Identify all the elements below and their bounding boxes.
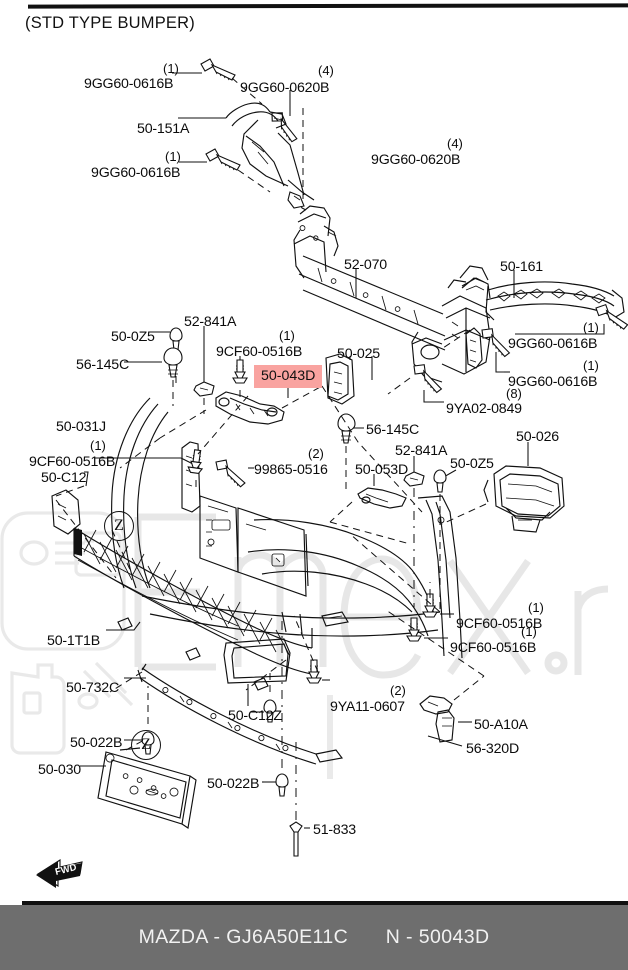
- part-label-9gg60-0616b[interactable]: 9GG60-0616B: [84, 76, 174, 92]
- part-label-50-c12z[interactable]: 50-C12Z: [228, 708, 282, 724]
- part-label-52-841a[interactable]: 52-841A: [184, 314, 237, 330]
- part-qty-l05: (4): [447, 136, 463, 151]
- z-marker-grille: Z: [104, 511, 134, 541]
- part-label-9gg60-0616b[interactable]: 9GG60-0616B: [508, 336, 598, 352]
- part-qty-l17: (1): [90, 438, 106, 453]
- part-qty-l01: (1): [163, 61, 179, 76]
- footer-bar: MAZDA - GJ6A50E11C N - 50043D: [0, 905, 628, 970]
- part-label-50-0z5[interactable]: 50-0Z5: [450, 456, 494, 472]
- part-label-56-145c[interactable]: 56-145C: [76, 357, 130, 373]
- part-label-50-161[interactable]: 50-161: [500, 259, 543, 275]
- part-label-9gg60-0620b[interactable]: 9GG60-0620B: [371, 152, 461, 168]
- part-label-50-025[interactable]: 50-025: [337, 346, 380, 362]
- part-label-50-0z5[interactable]: 50-0Z5: [111, 329, 155, 345]
- part-label-50-022b[interactable]: 50-022B: [70, 735, 123, 751]
- footer-part-code: N - 50043D: [385, 926, 490, 948]
- part-label-56-320d[interactable]: 56-320D: [466, 741, 520, 757]
- part-label-50-a10a[interactable]: 50-A10A: [474, 717, 528, 733]
- part-qty-l08: (1): [583, 320, 599, 335]
- part-label-50-151a[interactable]: 50-151A: [137, 121, 190, 137]
- svg-text:FWD: FWD: [54, 862, 78, 878]
- part-qty-l31: (2): [390, 683, 406, 698]
- highlighted-part-label[interactable]: 50-043D: [254, 365, 323, 389]
- part-label-9cf60-0516b[interactable]: 9CF60-0516B: [216, 344, 303, 360]
- part-label-99865-0516[interactable]: 99865-0516: [254, 462, 328, 478]
- part-label-9cf60-0516b[interactable]: 9CF60-0516B: [450, 640, 537, 656]
- part-qty-l10: (8): [506, 386, 522, 401]
- part-qty-l13: (1): [279, 328, 295, 343]
- z-marker-plate: Z: [131, 730, 161, 760]
- part-label-50-c12[interactable]: 50-C12: [41, 470, 87, 486]
- footer-text: MAZDA - GJ6A50E11C N - 50043D: [139, 926, 490, 949]
- footer-brand-code: MAZDA - GJ6A50E11C: [138, 926, 349, 948]
- bottom-divider-rule: [22, 901, 628, 905]
- part-qty-l33: (1): [521, 624, 537, 639]
- part-label-9ya11-0607[interactable]: 9YA11-0607: [330, 699, 405, 715]
- part-label-9gg60-0616b[interactable]: 9GG60-0616B: [508, 374, 598, 390]
- part-label-56-145c[interactable]: 56-145C: [366, 422, 420, 438]
- page-title: (STD TYPE BUMPER): [25, 14, 195, 32]
- part-label-9ya02-0849[interactable]: 9YA02-0849: [446, 401, 522, 417]
- part-label-9gg60-0620b[interactable]: 9GG60-0620B: [240, 80, 330, 96]
- part-label-50-022b[interactable]: 50-022B: [207, 776, 260, 792]
- part-label-51-833[interactable]: 51-833: [313, 822, 356, 838]
- part-qty-l04: (1): [165, 149, 181, 164]
- part-qty-l02: (4): [318, 63, 334, 78]
- part-qty-l19: (2): [308, 446, 324, 461]
- part-qty-l09: (1): [583, 358, 599, 373]
- part-label-50-030[interactable]: 50-030: [38, 762, 81, 778]
- part-label-9gg60-0616b[interactable]: 9GG60-0616B: [91, 165, 181, 181]
- part-qty-l32: (1): [528, 600, 544, 615]
- part-label-50-031j[interactable]: 50-031J: [56, 419, 106, 435]
- part-label-50-053d[interactable]: 50-053D: [355, 462, 409, 478]
- part-label-9cf60-0516b[interactable]: 9CF60-0516B: [29, 454, 116, 470]
- part-label-50-1t1b[interactable]: 50-1T1B: [47, 633, 101, 649]
- part-label-50-026[interactable]: 50-026: [516, 429, 559, 445]
- part-label-52-070[interactable]: 52-070: [344, 257, 387, 273]
- part-label-52-841a[interactable]: 52-841A: [395, 443, 448, 459]
- part-label-50-732c[interactable]: 50-732C: [66, 680, 120, 696]
